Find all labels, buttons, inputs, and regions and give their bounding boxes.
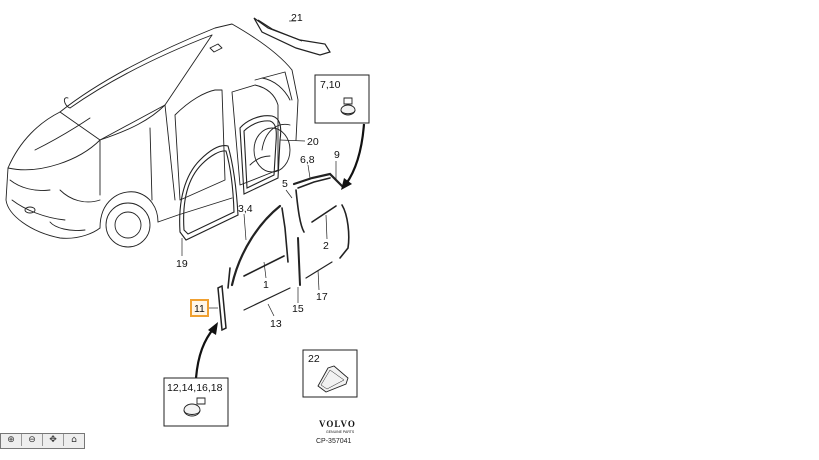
label-part-15: 15 [292,303,304,315]
pan-icon[interactable]: ✥ [43,434,64,446]
brand-tagline: GENUINE PARTS [326,430,355,434]
zoom-out-icon[interactable]: ⊖ [22,434,43,446]
brand-logo: VOLVO [319,419,356,429]
patch-shape-icon [317,365,349,393]
label-part-11: 11 [194,303,205,315]
diagram-id: CP-357041 [316,438,352,445]
label-part-21: 21 [291,12,303,24]
callout-arrows [194,123,366,379]
label-part-9: 9 [334,149,340,161]
rear-door-trims [292,172,350,286]
inset-label-clip-top: 7,10 [320,79,341,91]
inset-box-patch: 22 [302,349,358,398]
diagram-toolbar: ⊕ ⊖ ✥ ⌂ [0,433,85,449]
front-door-trims [227,204,291,311]
clip-fastener-icon [183,397,206,417]
label-part-13: 13 [270,318,282,330]
label-part-19: 19 [176,258,188,270]
zoom-in-icon[interactable]: ⊕ [1,434,22,446]
label-part-1: 1 [263,279,269,291]
home-icon[interactable]: ⌂ [71,435,77,445]
car-illustration [5,23,299,248]
inset-box-clip-top: 7,10 [314,74,370,124]
front-door-seal-part [179,145,239,241]
pillar-strip-part [217,284,227,332]
inset-label-patch: 22 [308,353,320,365]
label-part-3-4: 3,4 [238,203,253,215]
label-part-2: 2 [323,240,329,252]
label-part-5: 5 [282,178,288,190]
leader-lines [181,20,337,317]
label-part-17: 17 [316,291,328,303]
inset-label-clip-bottom: 12,14,16,18 [167,382,223,394]
clip-fastener-icon [340,97,356,116]
highlighted-part-11[interactable]: 11 [190,299,209,317]
inset-box-clip-bottom: 12,14,16,18 [163,377,229,427]
label-part-6-8: 6,8 [300,154,315,166]
label-part-20: 20 [307,136,319,148]
roof-seal-part [253,17,331,56]
